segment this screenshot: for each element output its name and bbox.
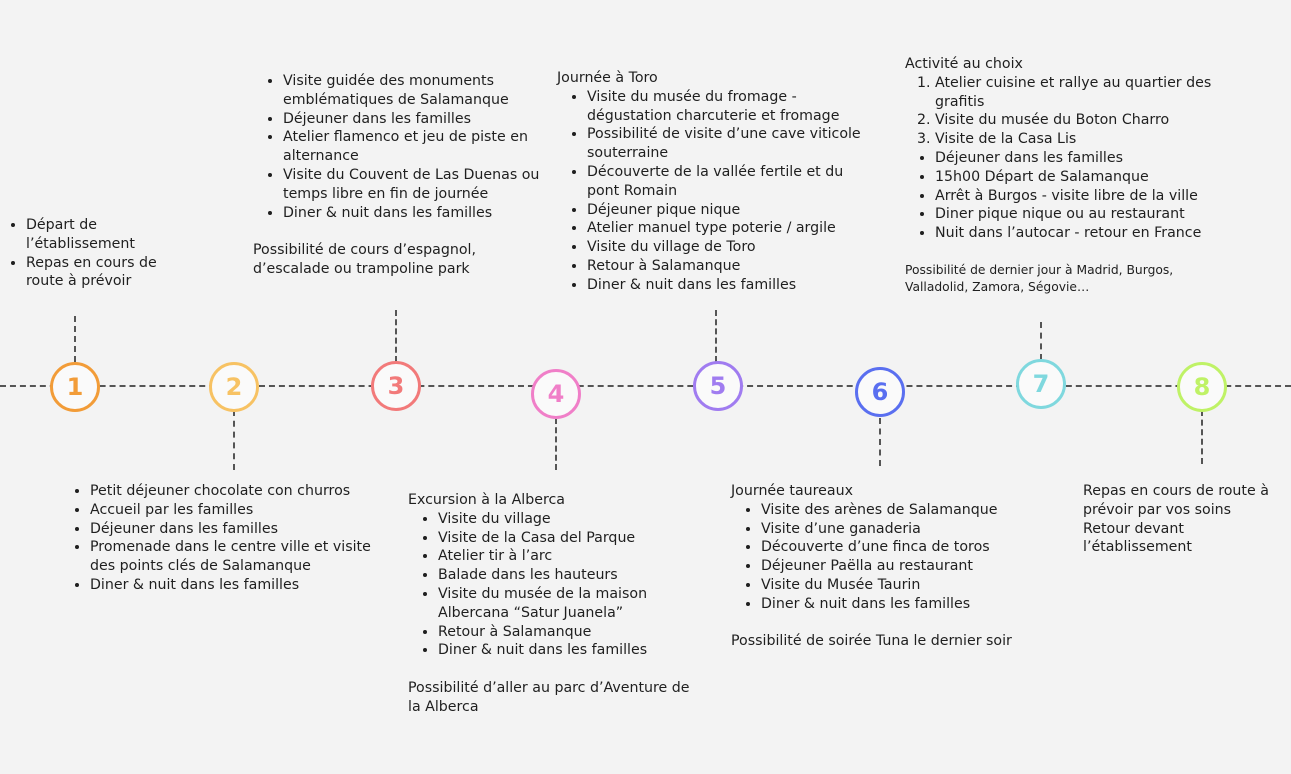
list-item: Repas en cours de route à prévoir [26, 254, 190, 292]
list-item: Découverte de la vallée fertile et du po… [587, 163, 877, 201]
day-7-block: Activité au choix Atelier cuisine et ral… [905, 55, 1250, 296]
list-item: Diner & nuit dans les familles [587, 276, 877, 295]
list-item: Visite des arènes de Salamanque [761, 501, 1061, 520]
day-4-heading: Excursion à la Alberca [408, 492, 565, 508]
day-8-line-1: Repas en cours de route à prévoir par vo… [1083, 483, 1269, 518]
day-2-block: Petit déjeuner chocolate con churros Acc… [60, 482, 395, 595]
step-8-number: 8 [1193, 373, 1211, 401]
day-3-block: Visite guidée des monuments emblématique… [253, 72, 545, 279]
list-item: Accueil par les familles [90, 501, 395, 520]
list-item: Déjeuner Paëlla au restaurant [761, 557, 1061, 576]
step-4-number: 4 [547, 380, 565, 408]
connector-7 [1040, 322, 1042, 360]
day-6-list: Visite des arènes de Salamanque Visite d… [731, 501, 1061, 614]
list-item: Déjeuner dans les familles [935, 149, 1250, 168]
list-item: Petit déjeuner chocolate con churros [90, 482, 395, 501]
connector-8 [1201, 410, 1203, 464]
day-7-note: Possibilité de dernier jour à Madrid, Bu… [905, 262, 1174, 294]
step-7-number: 7 [1032, 370, 1050, 398]
day-6-note: Possibilité de soirée Tuna le dernier so… [731, 633, 1012, 650]
step-4-circle: 4 [531, 369, 581, 419]
list-item: Balade dans les hauteurs [438, 566, 708, 585]
day-5-heading: Journée à Toro [557, 70, 658, 86]
day-4-note: Possibilité d’aller au parc d’Aventure d… [408, 679, 690, 715]
list-item: Visite du Couvent de Las Duenas ou temps… [283, 166, 545, 204]
list-item: Atelier cuisine et rallye au quartier de… [935, 74, 1250, 112]
step-7-circle: 7 [1016, 359, 1066, 409]
step-6-number: 6 [871, 378, 889, 406]
list-item: Retour à Salamanque [587, 257, 877, 276]
list-item: Visite du village [438, 510, 708, 529]
list-item: Retour à Salamanque [438, 623, 708, 642]
list-item: Départ de l’établissement [26, 216, 190, 254]
list-item: Diner & nuit dans les familles [761, 595, 1061, 614]
list-item: Atelier manuel type poterie / argile [587, 219, 877, 238]
step-2-circle: 2 [209, 362, 259, 412]
list-item: Visite de la Casa Lis [935, 130, 1250, 149]
connector-3 [395, 310, 397, 362]
day-3-list: Visite guidée des monuments emblématique… [253, 72, 545, 222]
day-4-block: Excursion à la Alberca Visite du village… [408, 491, 708, 717]
step-1-circle: 1 [50, 362, 100, 412]
day-4-list: Visite du village Visite de la Casa del … [408, 510, 708, 660]
list-item: Visite d’une ganaderia [761, 520, 1061, 539]
day-7-list: Déjeuner dans les familles 15h00 Départ … [905, 149, 1250, 243]
list-item: Visite du village de Toro [587, 238, 877, 257]
day-3-note: Possibilité de cours d’espagnol, d’escal… [253, 242, 477, 277]
connector-4 [555, 418, 557, 470]
step-8-circle: 8 [1177, 362, 1227, 412]
connector-6 [879, 418, 881, 466]
list-item: Découverte d’une finca de toros [761, 538, 1061, 557]
step-6-circle: 6 [855, 367, 905, 417]
connector-2 [233, 410, 235, 470]
list-item: Atelier flamenco et jeu de piste en alte… [283, 128, 545, 166]
day-6-block: Journée taureaux Visite des arènes de Sa… [731, 482, 1061, 651]
list-item: Possibilité de visite d’une cave viticol… [587, 125, 877, 163]
day-7-options: Atelier cuisine et rallye au quartier de… [905, 74, 1250, 149]
list-item: Visite de la Casa del Parque [438, 529, 708, 548]
list-item: Visite du musée du Boton Charro [935, 111, 1250, 130]
list-item: Visite guidée des monuments emblématique… [283, 72, 545, 110]
step-5-number: 5 [709, 372, 727, 400]
day-8-block: Repas en cours de route à prévoir par vo… [1083, 482, 1283, 557]
day-2-list: Petit déjeuner chocolate con churros Acc… [60, 482, 395, 595]
day-7-heading: Activité au choix [905, 56, 1023, 72]
list-item: Diner & nuit dans les familles [283, 204, 545, 223]
connector-5 [715, 310, 717, 362]
step-1-number: 1 [66, 373, 84, 401]
list-item: Déjeuner pique nique [587, 201, 877, 220]
list-item: Diner & nuit dans les familles [438, 641, 708, 660]
day-8-line-2: Retour devant l’établissement [1083, 520, 1192, 556]
day-5-block: Journée à Toro Visite du musée du fromag… [557, 69, 877, 295]
timeline-axis [0, 385, 1291, 387]
list-item: Déjeuner dans les familles [90, 520, 395, 539]
step-2-number: 2 [225, 373, 243, 401]
list-item: Nuit dans l’autocar - retour en France [935, 224, 1250, 243]
step-5-circle: 5 [693, 361, 743, 411]
list-item: Arrêt à Burgos - visite libre de la vill… [935, 187, 1250, 206]
list-item: Diner & nuit dans les familles [90, 576, 395, 595]
day-1-list: Départ de l’établissement Repas en cours… [0, 216, 190, 291]
list-item: Visite du musée du fromage - dégustation… [587, 88, 877, 126]
day-1-block: Départ de l’établissement Repas en cours… [0, 216, 190, 291]
list-item: Visite du Musée Taurin [761, 576, 1061, 595]
list-item: Visite du musée de la maison Albercana “… [438, 585, 708, 623]
step-3-number: 3 [387, 372, 405, 400]
list-item: 15h00 Départ de Salamanque [935, 168, 1250, 187]
list-item: Diner pique nique ou au restaurant [935, 205, 1250, 224]
connector-1 [74, 316, 76, 362]
list-item: Promenade dans le centre ville et visite… [90, 538, 395, 576]
day-6-heading: Journée taureaux [731, 483, 853, 499]
list-item: Atelier tir à l’arc [438, 547, 708, 566]
list-item: Déjeuner dans les familles [283, 110, 545, 129]
day-5-list: Visite du musée du fromage - dégustation… [557, 88, 877, 295]
step-3-circle: 3 [371, 361, 421, 411]
